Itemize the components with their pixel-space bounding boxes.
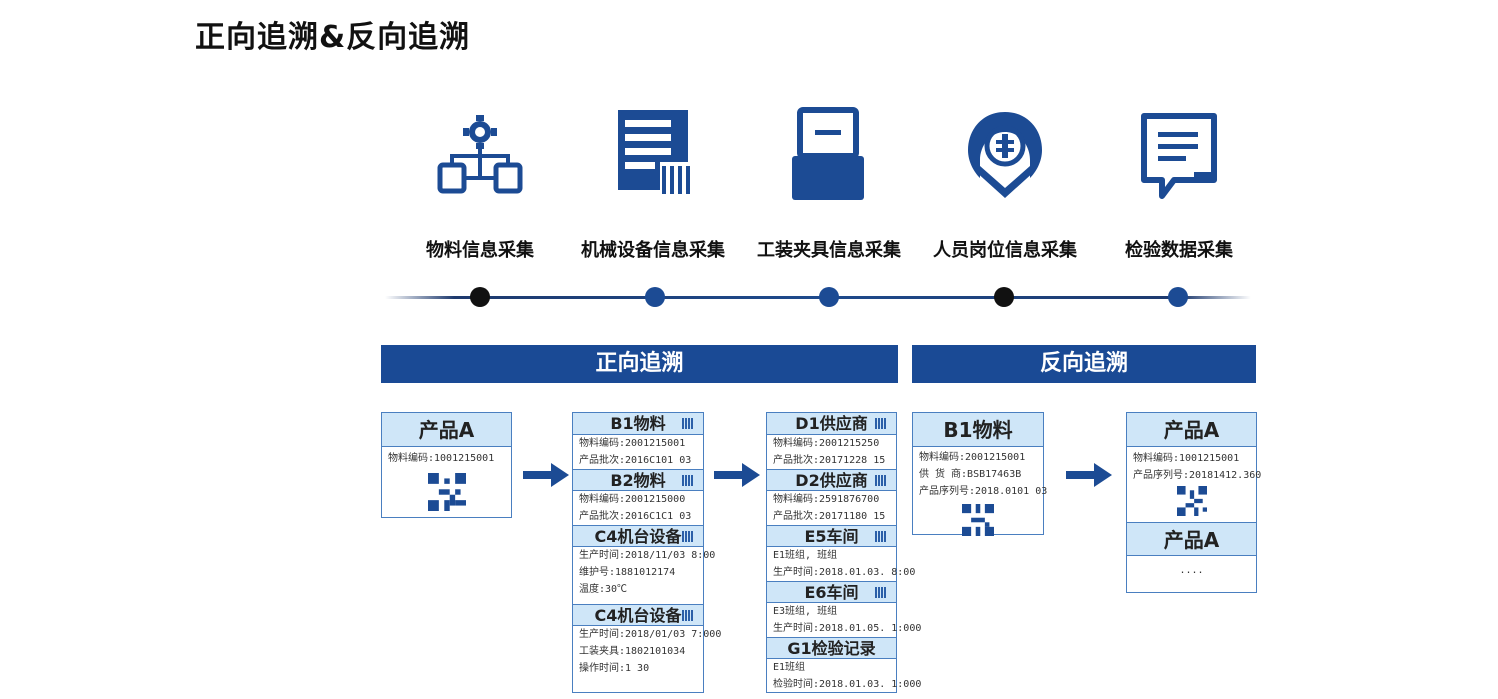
card-line: 工装夹具:1802101034 [579,646,686,657]
card-line: E3班组, 班组 [773,606,838,617]
card-title: C4机台设备 [573,525,703,547]
card-title: G1检验记录 [767,637,896,659]
card-title: B1物料 [913,413,1043,447]
reverse-products-card: 产品A 物料编码:1001215001 产品序列号:20181412.360 产… [1126,412,1262,593]
card-line: 生产时间:2018/11/03 8:00 [579,550,716,561]
timeline-dot [994,287,1014,307]
forward-product-card: 产品A 物料编码:1001215001 [381,412,512,518]
card-line: 检验时间:2018.01.03. 1:000 [773,679,922,690]
card-line: 生产时间:2018.01.03. 8:00 [773,567,916,578]
card-title: 产品A [382,413,511,447]
card-title: C4机台设备 [573,604,703,626]
qr-mini-icon [875,587,886,598]
card-line: .... [1179,565,1204,576]
category-label: 检验数据采集 [1125,240,1233,261]
card-line: 产品批次:20171228 15 [773,455,886,466]
org-chart-gear-icon [435,110,525,200]
category-label: 工装夹具信息采集 [757,240,901,261]
card-line: 物料编码:2001215001 [579,438,686,449]
category-label: 机械设备信息采集 [581,240,725,261]
card-title: D1供应商 [767,413,896,435]
card-title: E5车间 [767,525,896,547]
reverse-material-card: B1物料 物料编码:2001215001 供 货 商:BSB17463B 产品序… [912,412,1048,536]
card-line: 维护号:1881012174 [579,567,676,578]
timeline-dot [1168,287,1188,307]
category-inspection: 检验数据采集 [1099,110,1259,261]
card-line: E1班组, 班组 [773,550,838,561]
timeline-line [385,296,1251,299]
arrow-right-icon [714,463,760,487]
qr-code-icon [427,473,466,511]
category-label: 人员岗位信息采集 [933,240,1077,261]
card-title: 产品A [1127,522,1256,556]
card-line: 物料编码:2001215250 [773,438,880,449]
card-line: 供 货 商:BSB17463B [919,469,1022,480]
qr-mini-icon [682,418,693,429]
card-line: E1班组 [773,662,806,673]
card-line: 物料编码:2001215000 [579,494,686,505]
fixture-tray-icon [784,107,874,200]
qr-mini-icon [682,610,693,621]
qr-mini-icon [875,475,886,486]
qr-mini-icon [875,531,886,542]
machine-panel-icon [608,110,698,200]
arrow-right-icon [1066,463,1112,487]
card-title: E6车间 [767,581,896,603]
category-label: 物料信息采集 [426,240,534,261]
card-line: 产品序列号:2018.0101 03 [919,486,1048,497]
category-material: 物料信息采集 [400,110,560,261]
qr-mini-icon [875,418,886,429]
card-title: D2供应商 [767,469,896,491]
timeline-dot [645,287,665,307]
card-title: B1物料 [573,413,703,435]
document-chat-icon [1134,110,1224,200]
card-line: 产品批次:2016C1C1 03 [579,511,692,522]
card-line: 生产时间:2018/01/03 7:000 [579,629,722,640]
card-line: 产品批次:2016C101 03 [579,455,692,466]
timeline-dot [819,287,839,307]
qr-code-icon [962,504,994,536]
category-personnel: 人员岗位信息采集 [925,110,1085,261]
forward-materials-card: B1物料 物料编码:2001215001 产品批次:2016C101 03 B2… [572,412,722,693]
card-line: 产品批次:20171180 15 [773,511,886,522]
forward-trace-banner: 正向追溯 [381,345,898,383]
card-title: 产品A [1127,413,1256,447]
forward-suppliers-card: D1供应商 物料编码:2001215250 产品批次:20171228 15 D… [766,412,922,693]
card-line: 操作时间:1 30 [579,663,650,674]
card-line: 温度:30℃ [579,584,628,595]
reverse-trace-banner: 反向追溯 [912,345,1256,383]
card-line: 产品序列号:20181412.360 [1133,470,1262,481]
qr-code-icon [1176,486,1207,516]
timeline-dot [470,287,490,307]
arrow-right-icon [523,463,569,487]
card-line: 生产时间:2018.01.05. 1:000 [773,623,922,634]
card-line: 物料编码:2591876700 [773,494,880,505]
page-title: 正向追溯&反向追溯 [195,20,471,55]
qr-mini-icon [682,475,693,486]
category-machine: 机械设备信息采集 [573,110,733,261]
card-line: 物料编码:1001215001 [388,453,495,464]
card-title: B2物料 [573,469,703,491]
qr-mini-icon [682,531,693,542]
category-fixture: 工装夹具信息采集 [749,107,909,261]
card-line: 物料编码:2001215001 [919,452,1026,463]
card-line: 物料编码:1001215001 [1133,453,1240,464]
personnel-shield-icon [960,110,1050,200]
